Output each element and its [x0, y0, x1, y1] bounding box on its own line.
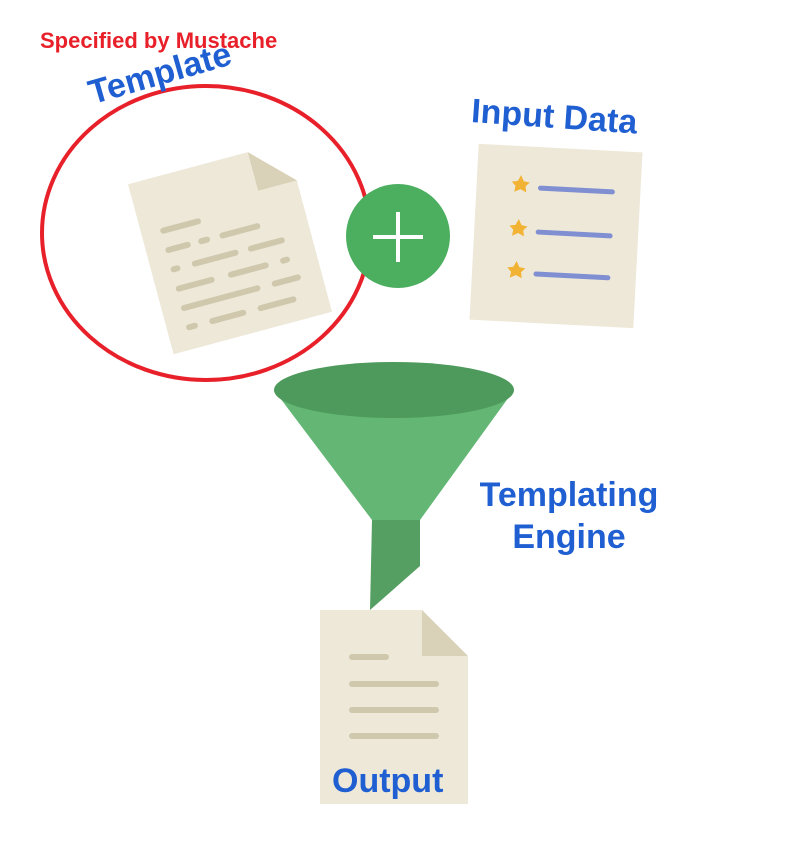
template-document-icon	[128, 152, 332, 355]
list-item	[507, 260, 611, 281]
templating-engine-label: Templating Engine	[479, 476, 659, 556]
list-item	[511, 175, 615, 195]
star-icon	[507, 260, 526, 279]
plus-icon	[346, 184, 450, 288]
output-doc-fold	[422, 610, 468, 656]
input-document-icon	[469, 143, 643, 329]
output-document-icon	[320, 610, 468, 804]
output-doc-lines	[349, 654, 439, 739]
list-item	[509, 219, 613, 239]
funnel-spout	[370, 520, 420, 610]
star-icon	[509, 219, 528, 237]
funnel-rim	[274, 362, 514, 418]
template-doc-body	[128, 152, 332, 355]
template-doc-lines	[160, 218, 301, 331]
output-label: Output	[332, 762, 444, 800]
template-doc-fold	[247, 152, 297, 191]
specified-by-label: Specified by Mustache	[40, 28, 278, 53]
input-doc-body	[469, 143, 643, 329]
funnel-cone	[274, 390, 514, 520]
star-icon	[511, 175, 530, 193]
funnel-icon	[274, 362, 514, 610]
input-doc-list	[507, 175, 615, 281]
